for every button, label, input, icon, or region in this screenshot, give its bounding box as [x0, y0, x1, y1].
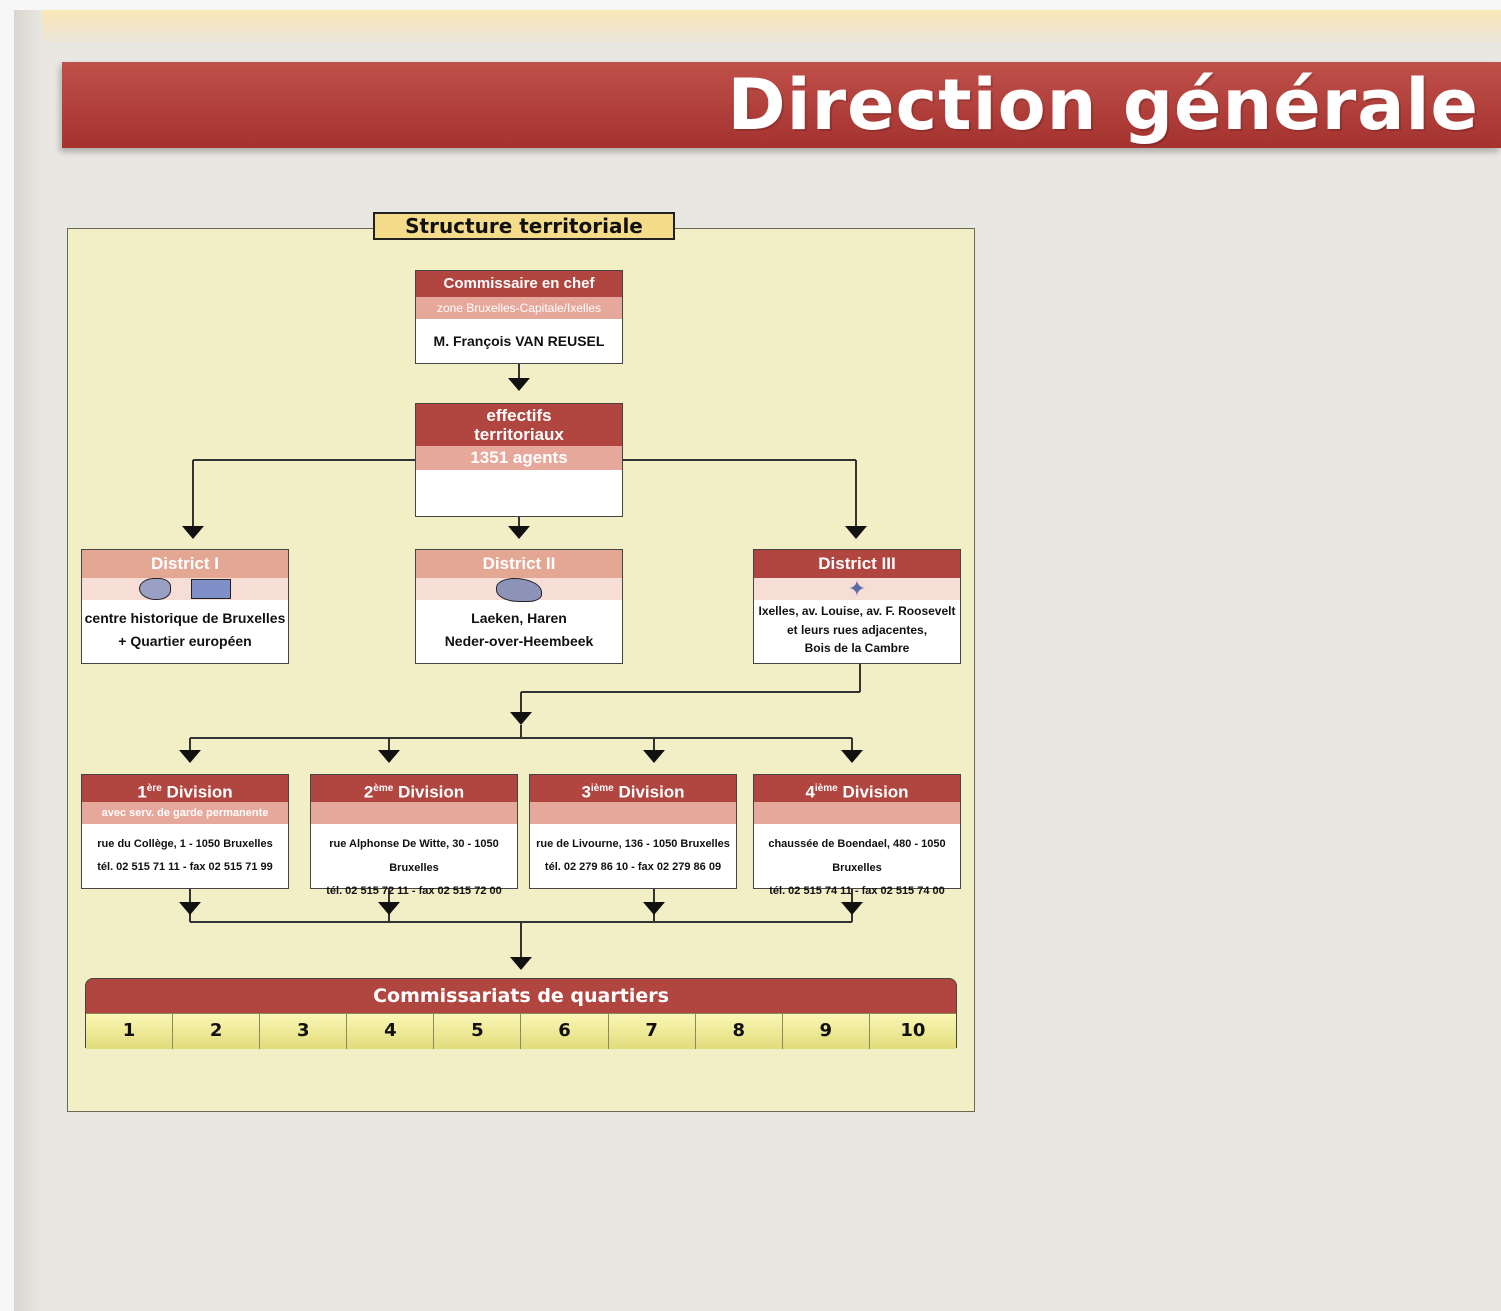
page-top-margin — [14, 0, 1501, 10]
division-1-sup: ère — [146, 783, 162, 794]
effectifs-box: effectifs territoriaux 1351 agents — [415, 403, 623, 517]
quartier-cell: 4 — [346, 1013, 434, 1049]
division-3-sup: ième — [590, 783, 614, 794]
division-3-label: Division — [618, 782, 685, 802]
division-2-sup: ème — [373, 783, 394, 794]
division-4-sup: ième — [814, 783, 838, 794]
quartier-cell: 9 — [781, 1013, 869, 1049]
map-icon — [496, 578, 542, 602]
division-1-address: rue du Collège, 1 - 1050 Bruxelles — [97, 838, 273, 850]
title-banner: Direction générale — [62, 62, 1501, 148]
quartiers-box: Commissariats de quartiers 1 2 3 4 5 6 7… — [85, 978, 957, 1049]
division-2-sub — [311, 802, 517, 824]
quartier-cell: 10 — [868, 1013, 956, 1049]
chief-name: M. François VAN REUSEL — [433, 333, 605, 349]
district-3-box: District III ✦ Ixelles, av. Louise, av. … — [753, 549, 961, 664]
division-2-address: rue Alphonse De Witte, 30 - 1050 Bruxell… — [329, 838, 499, 874]
division-3-number: 3 — [581, 782, 591, 802]
district-2-icons — [416, 578, 622, 602]
quartier-cell: 8 — [694, 1013, 782, 1049]
effectifs-header: effectifs territoriaux — [416, 404, 622, 446]
district-3-title: District III — [754, 550, 960, 578]
map-icon — [139, 578, 171, 600]
district-2-line2: Neder-over-Heembeek — [444, 633, 594, 649]
district-2-line1: Laeken, Haren — [471, 610, 567, 626]
division-4-sub — [754, 802, 960, 824]
district-1-box: District I centre historique de Bruxelle… — [81, 549, 289, 664]
district-1-line2: + Quartier européen — [118, 633, 252, 649]
side-gradient — [14, 10, 42, 1311]
page-title: Direction générale — [727, 64, 1479, 146]
quartier-cell: 1 — [86, 1013, 173, 1049]
division-1-number: 1 — [137, 782, 147, 802]
division-2-title: 2ème Division — [311, 775, 517, 802]
division-2-box: 2ème Division rue Alphonse De Witte, 30 … — [310, 774, 518, 897]
division-4-title: 4ième Division — [754, 775, 960, 802]
quartier-cell: 3 — [259, 1013, 347, 1049]
division-4-number: 4 — [805, 782, 815, 802]
chief-box: Commissaire en chef zone Bruxelles-Capit… — [415, 270, 623, 364]
division-3-sub — [530, 802, 736, 824]
district-2-title: District II — [416, 550, 622, 578]
top-gradient — [14, 10, 1501, 42]
quartiers-title: Commissariats de quartiers — [373, 985, 669, 1007]
effectifs-line2: territoriaux — [474, 425, 564, 444]
division-4-label: Division — [842, 782, 909, 802]
quartier-cell: 2 — [172, 1013, 260, 1049]
division-4-box: 4ième Division chaussée de Boendael, 480… — [753, 774, 961, 897]
division-2-phone: tél. 02 515 72 11 - fax 02 515 72 00 — [326, 885, 502, 897]
district-3-line1: Ixelles, av. Louise, av. F. Roosevelt — [758, 604, 956, 618]
effectifs-line1: effectifs — [486, 406, 552, 425]
district-3-icons: ✦ — [754, 578, 960, 600]
panel-title: Structure territoriale — [373, 212, 675, 240]
division-1-box: 1ère Division avec serv. de garde perman… — [81, 774, 289, 889]
division-3-title: 3ième Division — [530, 775, 736, 802]
quartier-cell: 7 — [607, 1013, 695, 1049]
page-left-margin — [0, 0, 14, 1311]
division-2-label: Division — [398, 782, 465, 802]
map-icon: ✦ — [847, 576, 867, 601]
district-3-line2: et leurs rues adjacentes, — [786, 623, 928, 637]
division-3-address: rue de Livourne, 136 - 1050 Bruxelles — [536, 838, 730, 850]
chief-header: Commissaire en chef — [416, 271, 622, 297]
district-2-box: District II Laeken, Haren Neder-over-Hee… — [415, 549, 623, 664]
division-3-box: 3ième Division rue de Livourne, 136 - 10… — [529, 774, 737, 889]
district-3-line3: Bois de la Cambre — [804, 641, 910, 655]
quartiers-row: 1 2 3 4 5 6 7 8 9 10 — [86, 1013, 956, 1049]
quartier-cell: 6 — [520, 1013, 608, 1049]
district-1-title: District I — [82, 550, 288, 578]
eu-flag-icon — [191, 579, 231, 599]
division-1-label: Division — [166, 782, 233, 802]
division-1-phone: tél. 02 515 71 11 - fax 02 515 71 99 — [97, 861, 273, 873]
district-1-line1: centre historique de Bruxelles — [84, 610, 286, 626]
chief-subheader: zone Bruxelles-Capitale/Ixelles — [416, 297, 622, 319]
quartier-cell: 5 — [433, 1013, 521, 1049]
division-1-title: 1ère Division — [82, 775, 288, 802]
division-1-sub: avec serv. de garde permanente — [82, 802, 288, 824]
division-4-address: chaussée de Boendael, 480 - 1050 Bruxell… — [768, 838, 946, 874]
effectifs-count: 1351 agents — [416, 446, 622, 470]
division-4-phone: tél. 02 515 74 11 - fax 02 515 74 00 — [769, 885, 945, 897]
division-2-number: 2 — [363, 782, 374, 802]
division-3-phone: tél. 02 279 86 10 - fax 02 279 86 09 — [544, 861, 722, 873]
district-1-icons — [82, 578, 288, 600]
